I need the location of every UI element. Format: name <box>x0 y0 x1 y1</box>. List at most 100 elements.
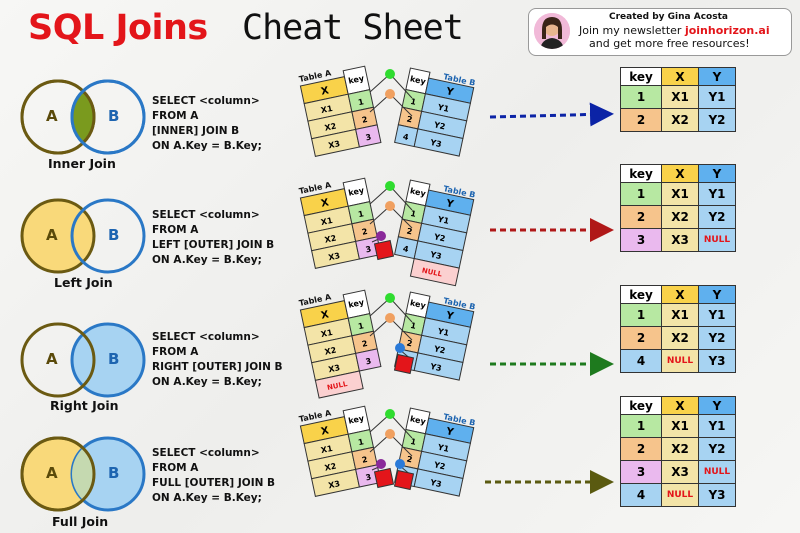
result-cell: NULL <box>661 483 699 507</box>
result-cell: Y3 <box>698 349 736 373</box>
match-dot <box>385 201 395 211</box>
credit-box[interactable]: Created by Gina Acosta Join my newslette… <box>528 8 792 56</box>
svg-text:X1: X1 <box>320 444 334 455</box>
svg-text:key: key <box>409 414 427 426</box>
result-header-y: Y <box>698 285 736 304</box>
svg-text:Y: Y <box>444 86 455 99</box>
venn-inner-a: A <box>46 107 58 125</box>
svg-text:Y: Y <box>444 198 455 211</box>
result-cell: 2 <box>620 326 662 350</box>
svg-text:2: 2 <box>406 114 413 124</box>
credit-author: Created by Gina Acosta <box>609 12 728 22</box>
credit-line1: Join my newsletter joinhorizon.ai <box>579 24 770 37</box>
venn-left-b: B <box>108 226 120 244</box>
null-marker <box>393 469 415 491</box>
svg-text:2: 2 <box>361 455 368 465</box>
left-only-dot <box>376 231 386 241</box>
svg-text:1: 1 <box>357 97 365 107</box>
svg-text:X: X <box>320 197 330 209</box>
result-header-key: key <box>620 67 662 86</box>
result-cell: Y1 <box>698 85 736 109</box>
null-marker <box>393 353 415 375</box>
result-cell: NULL <box>698 228 736 252</box>
venn-right-b: B <box>108 350 120 368</box>
match-dot <box>385 89 395 99</box>
svg-text:3: 3 <box>365 356 372 366</box>
result-cell: X3 <box>661 228 699 252</box>
svg-text:Y3: Y3 <box>428 362 442 373</box>
title-sql-joins: SQL Joins <box>28 8 208 48</box>
result-cell: 1 <box>620 303 662 327</box>
table-b-y-cell <box>413 128 464 157</box>
result-cell: X1 <box>661 303 699 327</box>
result-cell: 2 <box>620 205 662 229</box>
svg-text:1: 1 <box>410 97 418 107</box>
match-dot <box>385 69 395 79</box>
result-header-key: key <box>620 285 662 304</box>
svg-text:Y3: Y3 <box>428 478 442 489</box>
result-cell: 1 <box>620 85 662 109</box>
venn-right <box>20 322 146 398</box>
svg-text:Y1: Y1 <box>436 443 450 454</box>
result-cell: NULL <box>698 460 736 484</box>
svg-text:4: 4 <box>402 244 410 254</box>
svg-text:X2: X2 <box>324 233 337 244</box>
right-only-dot <box>395 343 405 353</box>
label-left-join: Left Join <box>54 275 113 290</box>
venn-inner-b: B <box>108 107 120 125</box>
svg-text:Y3: Y3 <box>428 138 442 149</box>
svg-text:X2: X2 <box>324 345 337 356</box>
svg-text:X3: X3 <box>328 251 341 262</box>
svg-text:Y1: Y1 <box>436 103 450 114</box>
svg-text:X3: X3 <box>328 479 341 490</box>
result-cell: 3 <box>620 228 662 252</box>
venn-full <box>20 436 146 512</box>
left-only-dot <box>376 459 386 469</box>
svg-text:2: 2 <box>406 454 413 464</box>
newsletter-link[interactable]: joinhorizon.ai <box>684 24 770 37</box>
svg-text:key: key <box>409 186 427 198</box>
result-header-key: key <box>620 164 662 183</box>
result-cell: X2 <box>661 437 699 461</box>
result-cell: Y2 <box>698 108 736 132</box>
svg-text:3: 3 <box>365 472 372 482</box>
result-header-x: X <box>661 67 699 86</box>
svg-text:4: 4 <box>402 132 410 142</box>
svg-text:X1: X1 <box>320 328 334 339</box>
label-full-join: Full Join <box>52 514 109 529</box>
label-inner-join: Inner Join <box>48 156 116 171</box>
venn-right-a: A <box>46 350 58 368</box>
result-cell: X1 <box>661 85 699 109</box>
result-cell: Y2 <box>698 205 736 229</box>
result-cell: X3 <box>661 460 699 484</box>
result-cell: 2 <box>620 437 662 461</box>
svg-text:Y1: Y1 <box>436 327 450 338</box>
label-right-join: Right Join <box>50 398 119 413</box>
svg-text:key: key <box>348 74 366 86</box>
svg-text:Y2: Y2 <box>432 460 446 471</box>
svg-text:key: key <box>348 298 366 310</box>
